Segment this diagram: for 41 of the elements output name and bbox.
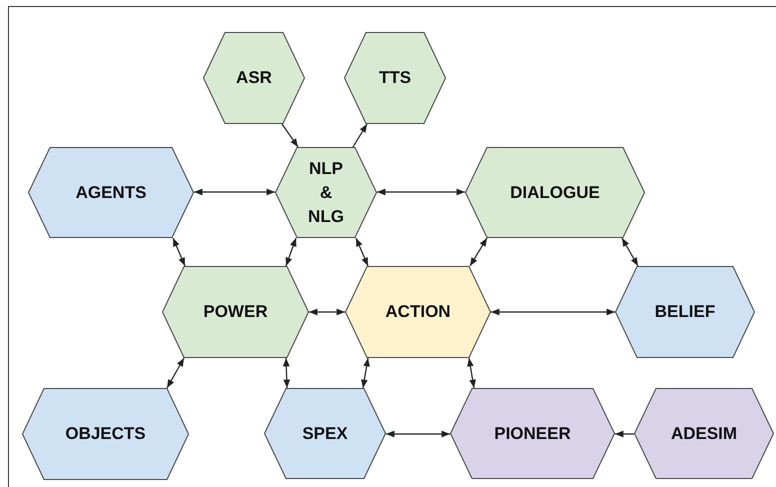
node-label: ACTION [385, 301, 451, 323]
node-label: PIONEER [494, 422, 571, 444]
hexagon-node [203, 32, 305, 124]
arrow [491, 308, 615, 316]
arrow [377, 188, 465, 196]
arrow [282, 358, 290, 388]
node-label: POWER [203, 301, 268, 323]
hexagon-node [162, 266, 309, 358]
arrow [469, 238, 488, 266]
hexagon-node [344, 32, 446, 124]
node-label: NLP & NLG [307, 158, 345, 228]
node-label: DIALOGUE [510, 182, 600, 204]
arrow [194, 188, 275, 196]
arrow [309, 308, 345, 316]
arrow [285, 238, 297, 266]
node-label: AGENTS [76, 182, 146, 204]
arrow [282, 124, 298, 148]
hexagon-node [634, 388, 774, 479]
arrow [166, 358, 185, 388]
arrow [355, 238, 369, 266]
arrow [621, 238, 639, 266]
hexagon-node [264, 388, 386, 479]
node-label: BELIEF [654, 301, 716, 323]
hexagon-node [275, 147, 377, 238]
arrow [352, 124, 368, 148]
hexagon-node [22, 388, 189, 480]
hexagon-node [28, 147, 194, 238]
hexagon-node [615, 266, 755, 358]
hexagon-node [465, 147, 645, 238]
hexagon-node [450, 388, 615, 479]
arrow [386, 430, 450, 438]
arrow [361, 358, 370, 388]
arrow [172, 238, 186, 266]
node-label: OBJECTS [65, 423, 146, 445]
node-label: SPEX [302, 422, 348, 444]
arrow [467, 358, 476, 388]
node-label: TTS [378, 67, 412, 89]
arrow [615, 430, 634, 438]
node-label: ASR [236, 67, 272, 89]
node-label: ADESIM [670, 422, 738, 444]
hexagon-node [345, 266, 491, 358]
